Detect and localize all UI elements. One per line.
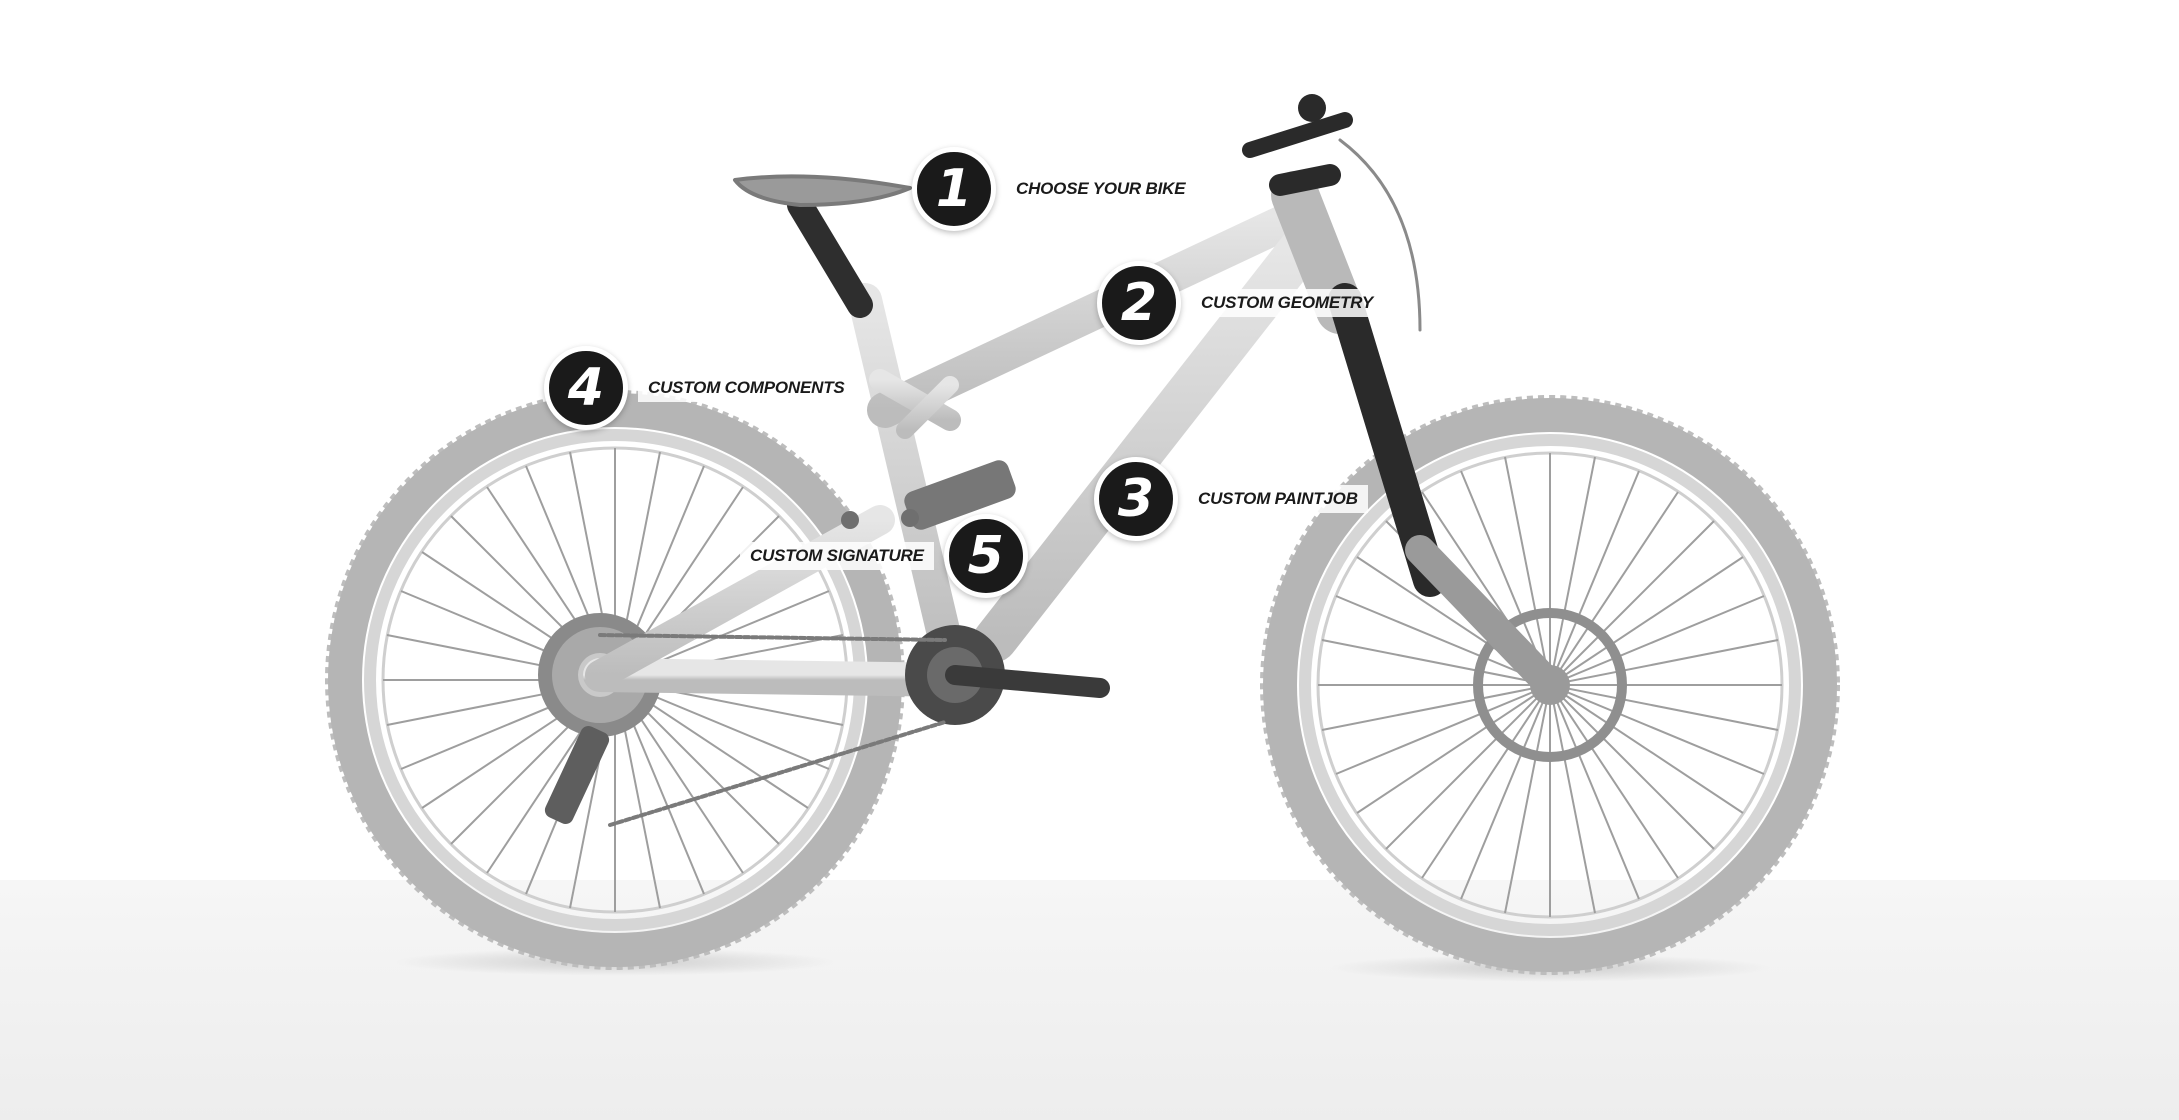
hotspot-number-badge: 5 (943, 514, 1028, 598)
hotspot-label: CHOOSE YOUR BIKE (1006, 175, 1196, 203)
floor-shadow (0, 880, 2179, 1120)
hotspot-number-badge: 4 (544, 346, 628, 430)
hotspot-choose-your-bike[interactable]: 1 CHOOSE YOUR BIKE (912, 147, 1196, 231)
bike-frame (583, 94, 1565, 827)
hotspot-custom-geometry[interactable]: 2 CUSTOM GEOMETRY (1097, 261, 1384, 345)
hotspot-label: CUSTOM SIGNATURE (740, 542, 934, 570)
hotspot-number-badge: 3 (1094, 457, 1178, 541)
hotspot-number-badge: 1 (912, 147, 996, 231)
hotspot-label: CUSTOM COMPONENTS (638, 374, 855, 402)
hotspot-label: CUSTOM PAINTJOB (1188, 485, 1368, 513)
hotspot-label: CUSTOM GEOMETRY (1191, 289, 1384, 317)
hotspot-custom-components[interactable]: 4 CUSTOM COMPONENTS (544, 346, 855, 430)
hotspot-custom-paintjob[interactable]: 3 CUSTOM PAINTJOB (1094, 457, 1368, 541)
hotspot-number-badge: 2 (1097, 261, 1181, 345)
hotspot-custom-signature[interactable]: CUSTOM SIGNATURE 5 (740, 514, 1028, 598)
